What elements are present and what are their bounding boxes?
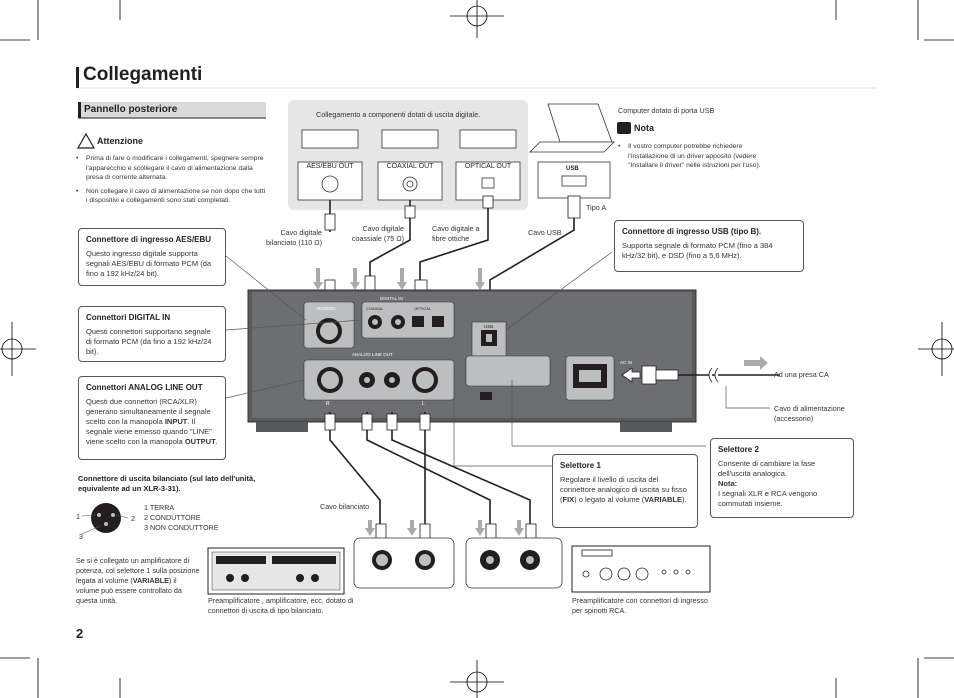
coaxial-out-label: COAXIAL OUT	[386, 163, 434, 170]
callout-selector2-title: Selettore 2	[718, 445, 759, 454]
caption-preamp-xlr: Preamplificatore , amplificatore, ecc. d…	[208, 596, 354, 615]
caution-list: Prima di fare o modificare i collegament…	[76, 154, 266, 210]
caution-bullet: Prima di fare o modificare i collegament…	[76, 154, 266, 183]
selector1-bold-1: FIX	[562, 495, 575, 504]
section-title: Pannello posteriore	[84, 104, 178, 115]
analog-text-3: .	[215, 437, 218, 446]
callout-aes-text: Questo ingresso digitale supporta segnal…	[86, 249, 212, 278]
panel-label-optical: OPTICAL	[414, 306, 432, 311]
cable-balanced-analog-label: Cavo bilanciato	[320, 502, 370, 511]
computer-caption: Computer dotato di porta USB	[618, 106, 715, 115]
xlr-pin-list: 1 TERRA 2 CONDUTTORE 3 NON CONDUTTORE	[144, 503, 219, 533]
callout-selector2-note-title: Nota:	[718, 479, 738, 488]
callout-usb: Connettore di ingresso USB (tipo B). Sup…	[614, 220, 804, 272]
amp-note-text-1: Se si è collegato un amplificatore di po…	[76, 556, 200, 585]
callout-analog-out-text: Questi due connettori (RCA/XLR) generano…	[86, 397, 218, 447]
callout-digital-in-title: Connettori DIGITAL IN	[86, 313, 171, 322]
panel-label-usb: USB	[484, 324, 494, 329]
callout-selector-1: Selettore 1 Regolare il livello di uscit…	[552, 454, 698, 528]
callout-usb-text: Supporta segnale di formato PCM (fino a …	[622, 241, 773, 260]
cable-optical-label: Cavo digitale a fibre ottiche	[432, 224, 480, 243]
usb-port-label: USB	[566, 166, 579, 172]
note-list: Il vostro computer potrebbe richiedere l…	[618, 142, 768, 175]
callout-selector2-text: Consente di cambiare la fase dell'uscita…	[718, 459, 816, 478]
power-outlet-label: Ad una presa CA	[774, 370, 829, 379]
callout-selector1-text: Regolare il livello di uscita del connet…	[560, 475, 690, 505]
selector1-bold-2: VARIABLE	[644, 495, 682, 504]
xlr-info-title: Connettore di uscita bilanciato (sul lat…	[78, 474, 256, 493]
panel-label-digital-in: DIGITAL IN	[380, 296, 403, 301]
cable-type-a: Tipo A	[586, 203, 607, 212]
analog-bold-1: INPUT	[164, 417, 188, 426]
optical-out-label: OPTICAL OUT	[464, 163, 512, 170]
panel-label-aes: AES/EBU	[316, 306, 336, 311]
xlr-pin-3: 3 NON CONDUTTORE	[144, 523, 219, 532]
selector1-text-1: Regolare il livello di uscita del connet…	[560, 475, 687, 504]
analog-text-2: . Il segnale viene emesso quando "LINE" …	[86, 417, 212, 446]
note-bullet: Il vostro computer potrebbe richiedere l…	[618, 142, 768, 171]
callout-selector-2: Selettore 2 Consente di cambiare la fase…	[710, 438, 854, 518]
callout-selector2-note-text: I segnali XLR e RCA vengono commutati in…	[718, 489, 818, 508]
amp-note-text-2: ) il volume può essere controllato da qu…	[76, 576, 182, 605]
caution-title: Attenzione	[97, 136, 143, 146]
selector1-text-3: ).	[682, 495, 687, 504]
callout-aes-ebu: Connettore di ingresso AES/EBU Questo in…	[78, 228, 226, 286]
analog-bold-2: OUTPUT	[184, 437, 216, 446]
page-title: Collegamenti	[83, 64, 203, 85]
callout-analog-out: Connettori ANALOG LINE OUT Questi due co…	[78, 376, 226, 460]
xlr-pin-number-2: 2	[131, 514, 135, 523]
analog-text-1: Questi due connettori (RCA/XLR) generano…	[86, 397, 211, 426]
digital-sources-caption: Collegamento a componenti dotati di usci…	[316, 110, 481, 119]
panel-label-coaxial: COAXIAL	[366, 306, 384, 311]
amp-note-bold: VARIABLE	[132, 576, 169, 585]
power-cable-label: Cavo di alimentazione (accessorio)	[774, 404, 845, 423]
xlr-pin-1: 1 TERRA	[144, 503, 175, 512]
callout-digital-in-text: Questi connettori supportano segnale di …	[86, 327, 212, 356]
xlr-pin-number-3: 3	[79, 532, 83, 541]
cable-coaxial-label: Cavo digitale coassiale (75 Ω)	[351, 224, 404, 243]
note-title: Nota	[634, 123, 654, 133]
panel-label-l: L	[422, 401, 425, 407]
callout-analog-out-title: Connettori ANALOG LINE OUT	[86, 383, 203, 392]
xlr-pin-number-1: 1	[76, 512, 80, 521]
panel-label-analog-out: ANALOG LINE OUT	[352, 352, 393, 357]
page-number: 2	[76, 626, 84, 641]
panel-label-r: R	[326, 401, 330, 407]
selector1-text-2: ) o legato al volume (	[574, 495, 645, 504]
aes-out-label: AES/EBU OUT	[306, 163, 354, 170]
cable-balanced-label: Cavo digitale bilanciato (110 Ω)	[266, 228, 322, 247]
caution-bullet: Non collegare il cavo di alimentazione s…	[76, 187, 266, 206]
caption-preamp-rca: Preamplificatore con connettori di ingre…	[572, 596, 708, 615]
callout-usb-title: Connettore di ingresso USB (tipo B).	[622, 227, 762, 236]
amp-note: Se si è collegato un amplificatore di po…	[76, 556, 200, 606]
callout-digital-in: Connettori DIGITAL IN Questi connettori …	[78, 306, 226, 362]
xlr-pin-2: 2 CONDUTTORE	[144, 513, 201, 522]
callout-selector1-title: Selettore 1	[560, 461, 601, 470]
cable-usb-label: Cavo USB	[528, 228, 562, 237]
callout-aes-title: Connettore di ingresso AES/EBU	[86, 235, 212, 244]
panel-label-ac-in: AC IN	[620, 360, 633, 365]
